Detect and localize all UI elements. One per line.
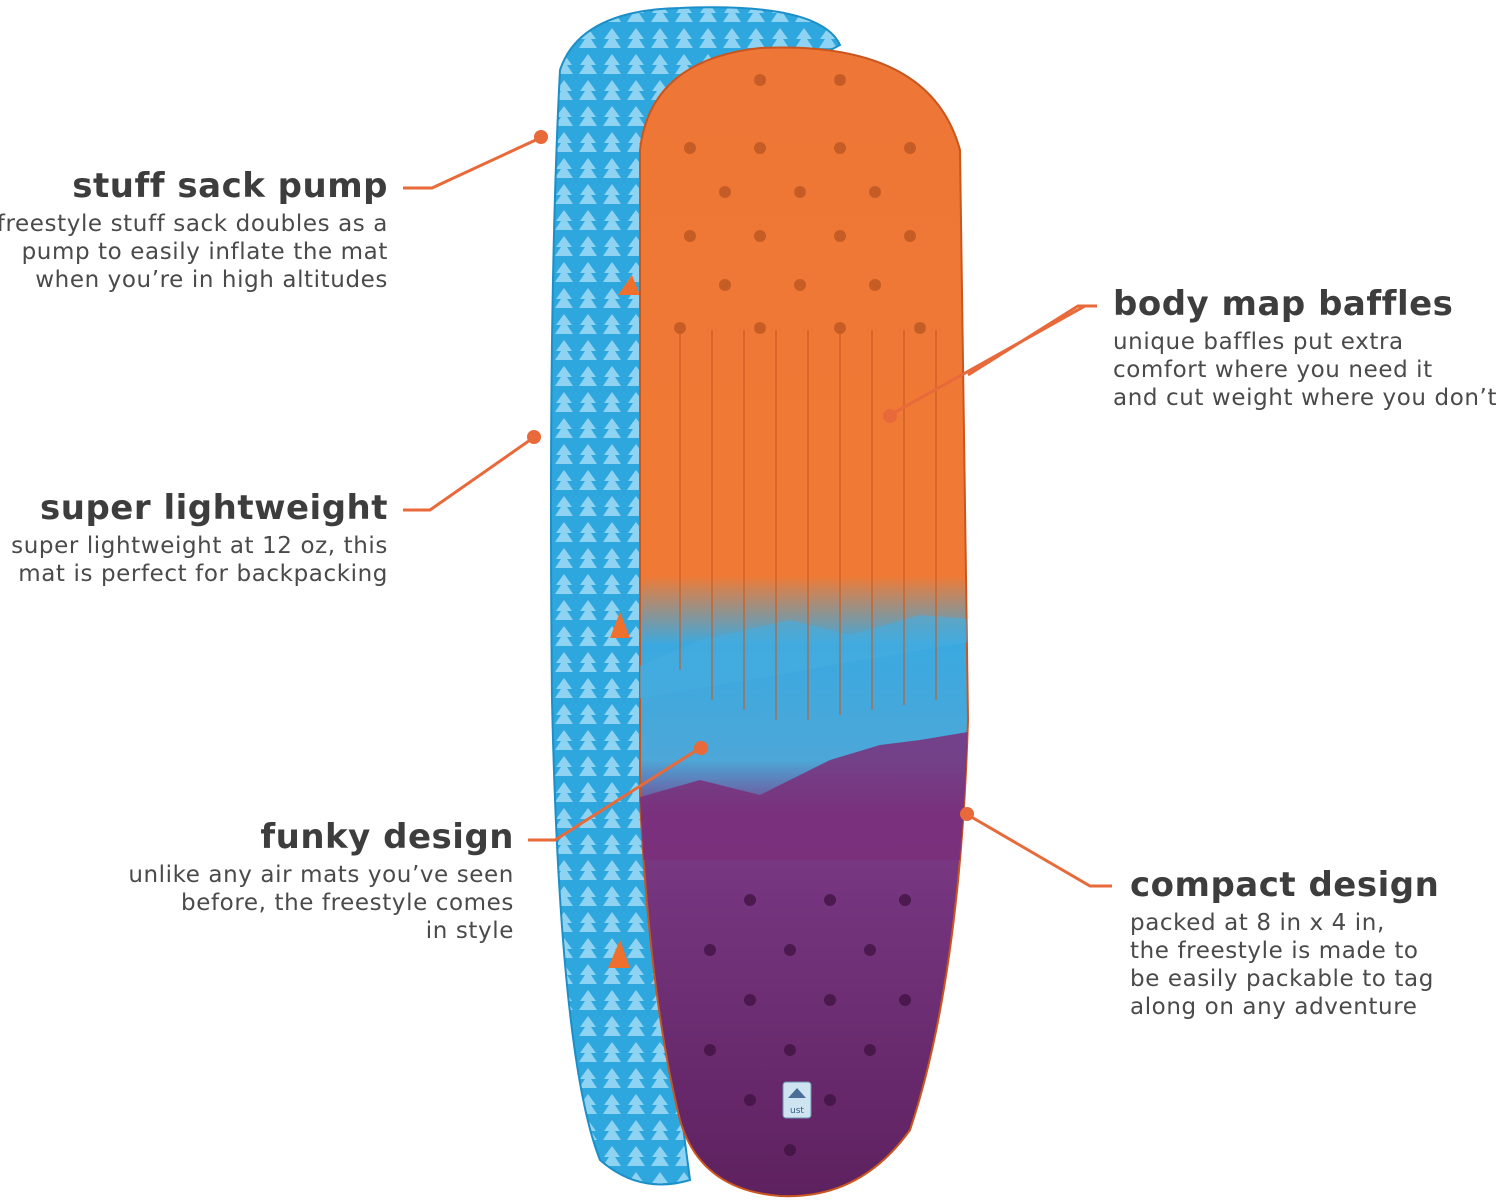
callout-title: compact design bbox=[1130, 865, 1440, 905]
callout-body-map-baffles: body map baffles unique baffles put extr… bbox=[1113, 284, 1497, 412]
callout-title: body map baffles bbox=[1113, 284, 1454, 324]
callout-compact-design: compact design packed at 8 in x 4 in, th… bbox=[1130, 865, 1439, 1021]
front-pad bbox=[639, 46, 970, 1198]
back-pad bbox=[550, 6, 842, 1186]
callout-description: unique baffles put extra comfort where y… bbox=[1113, 329, 1498, 411]
callout-title: funky design bbox=[260, 817, 514, 857]
brand-logo bbox=[782, 1081, 812, 1119]
leader-dots bbox=[527, 130, 974, 821]
callout-title: super lightweight bbox=[40, 488, 388, 528]
callout-stuff-sack-pump: stuff sack pump freestyle stuff sack dou… bbox=[0, 166, 388, 294]
callout-title: stuff sack pump bbox=[72, 166, 388, 206]
callout-description: unlike any air mats you’ve seen before, … bbox=[128, 862, 514, 944]
callout-description: super lightweight at 12 oz, this mat is … bbox=[11, 533, 388, 587]
leader-lines bbox=[403, 136, 1112, 888]
brand-logo-text: ust bbox=[790, 1106, 804, 1116]
callout-super-lightweight: super lightweight super lightweight at 1… bbox=[11, 488, 388, 588]
callout-description: freestyle stuff sack doubles as a pump t… bbox=[0, 211, 388, 293]
callout-description: packed at 8 in x 4 in, the freestyle is … bbox=[1130, 910, 1434, 1020]
callout-funky-design: funky design unlike any air mats you’ve … bbox=[128, 817, 514, 945]
